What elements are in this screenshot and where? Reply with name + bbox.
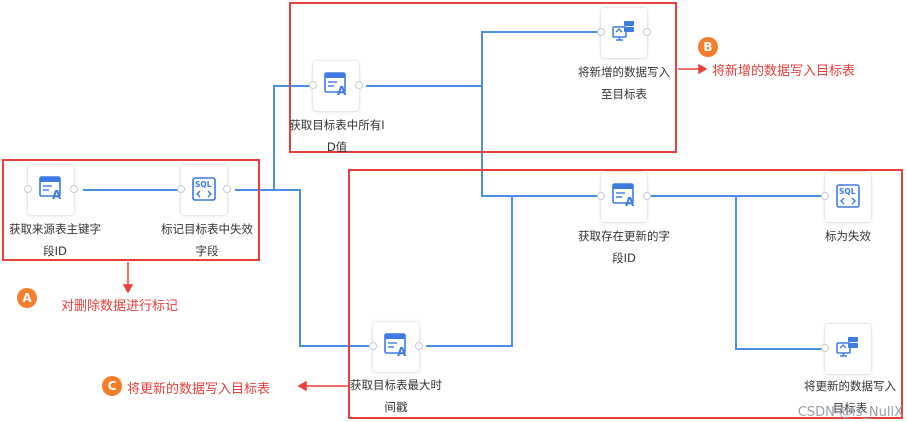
- group-box-c: [348, 169, 903, 419]
- label-line: 标为失效: [825, 229, 871, 243]
- label-line: 获取存在更新的字: [578, 229, 670, 243]
- annotation-badge-c: C: [102, 376, 122, 396]
- watermark: CSDN @is_NullX: [797, 405, 903, 420]
- input-port[interactable]: [821, 192, 829, 200]
- wire-existing-to-write-updated: [735, 196, 824, 350]
- node-get-max-timestamp[interactable]: A: [369, 322, 423, 372]
- sql-icon: SQL: [836, 184, 860, 208]
- label-line: D值: [326, 140, 348, 154]
- label-line: 获取目标表最大时: [350, 378, 442, 392]
- output-port[interactable]: [643, 192, 651, 200]
- label-line: 字段: [195, 244, 219, 258]
- annotation-badge-b: B: [698, 37, 718, 57]
- input-port[interactable]: [821, 344, 829, 352]
- node-get-target-ids[interactable]: A: [309, 61, 363, 111]
- input-port[interactable]: [24, 185, 32, 193]
- output-port[interactable]: [415, 342, 423, 350]
- svg-text:A: A: [52, 188, 62, 202]
- annotation-text-c: 将更新的数据写入目标表: [127, 382, 271, 397]
- svg-text:A: A: [397, 345, 407, 359]
- group-box-b: [289, 2, 677, 153]
- data-table-icon: A: [612, 183, 635, 209]
- input-port[interactable]: [369, 342, 377, 350]
- node-label-get-target-ids: 获取目标表中所有I D值: [281, 114, 393, 158]
- node-write-new[interactable]: [597, 8, 651, 58]
- wire-mark-to-max-ts: [235, 189, 372, 347]
- label-line: 段ID: [43, 244, 67, 258]
- svg-text:A: A: [625, 195, 635, 209]
- node-mark-as-invalid[interactable]: SQL: [821, 172, 871, 222]
- annotation-text-b: 将新增的数据写入目标表: [712, 64, 856, 79]
- data-table-icon: A: [384, 333, 407, 359]
- node-label-mark-as-invalid: 标为失效: [798, 225, 898, 247]
- wire-max-ts-to-existing: [426, 196, 513, 347]
- label-line: 将新增的数据写入: [578, 65, 670, 79]
- svg-text:SQL: SQL: [195, 180, 212, 189]
- output-port[interactable]: [223, 185, 231, 193]
- node-get-source-key[interactable]: A: [24, 165, 78, 215]
- label-line: 至目标表: [601, 87, 647, 101]
- input-port[interactable]: [597, 192, 605, 200]
- data-table-icon: A: [324, 72, 347, 98]
- label-line: 将更新的数据写入: [804, 379, 896, 393]
- output-port[interactable]: [355, 81, 363, 89]
- label-line: 目标表: [832, 401, 868, 415]
- label-line: 标记目标表中失效: [161, 222, 253, 236]
- annotation-badge-a: A: [17, 288, 37, 308]
- node-label-get-existing-ids: 获取存在更新的字 段ID: [569, 225, 679, 269]
- output-port[interactable]: [70, 185, 78, 193]
- wire-target-ids-to-existing: [481, 86, 600, 197]
- label-line: 获取目标表中所有I: [289, 118, 385, 132]
- database-write-icon: [612, 21, 634, 41]
- node-label-mark-invalid-field: 标记目标表中失效 字段: [152, 218, 262, 262]
- group-box-a: [2, 159, 260, 261]
- node-mark-invalid-field[interactable]: SQL: [177, 165, 231, 215]
- label-line: 段ID: [612, 251, 636, 265]
- label-line: 间戳: [384, 400, 408, 414]
- svg-text:A: A: [337, 84, 347, 98]
- sql-icon: SQL: [192, 177, 216, 201]
- data-table-icon: A: [39, 176, 62, 202]
- node-label-write-updated: 将更新的数据写入 目标表: [795, 375, 905, 419]
- annotation-text-a: 对删除数据进行标记: [61, 299, 179, 314]
- node-label-write-new: 将新增的数据写入 至目标表: [569, 61, 679, 105]
- input-port[interactable]: [597, 28, 605, 36]
- wire-target-ids-to-write-new: [366, 31, 600, 87]
- node-label-get-source-key: 获取来源表主键字 段ID: [0, 218, 110, 262]
- node-get-existing-ids[interactable]: A: [597, 172, 651, 222]
- node-label-get-max-timestamp: 获取目标表最大时 间戳: [341, 374, 451, 418]
- output-port[interactable]: [643, 28, 651, 36]
- input-port[interactable]: [309, 81, 317, 89]
- label-line: 获取来源表主键字: [9, 222, 101, 236]
- svg-text:SQL: SQL: [839, 187, 856, 196]
- node-write-updated[interactable]: [821, 324, 871, 374]
- database-write-icon: [836, 337, 858, 357]
- input-port[interactable]: [177, 185, 185, 193]
